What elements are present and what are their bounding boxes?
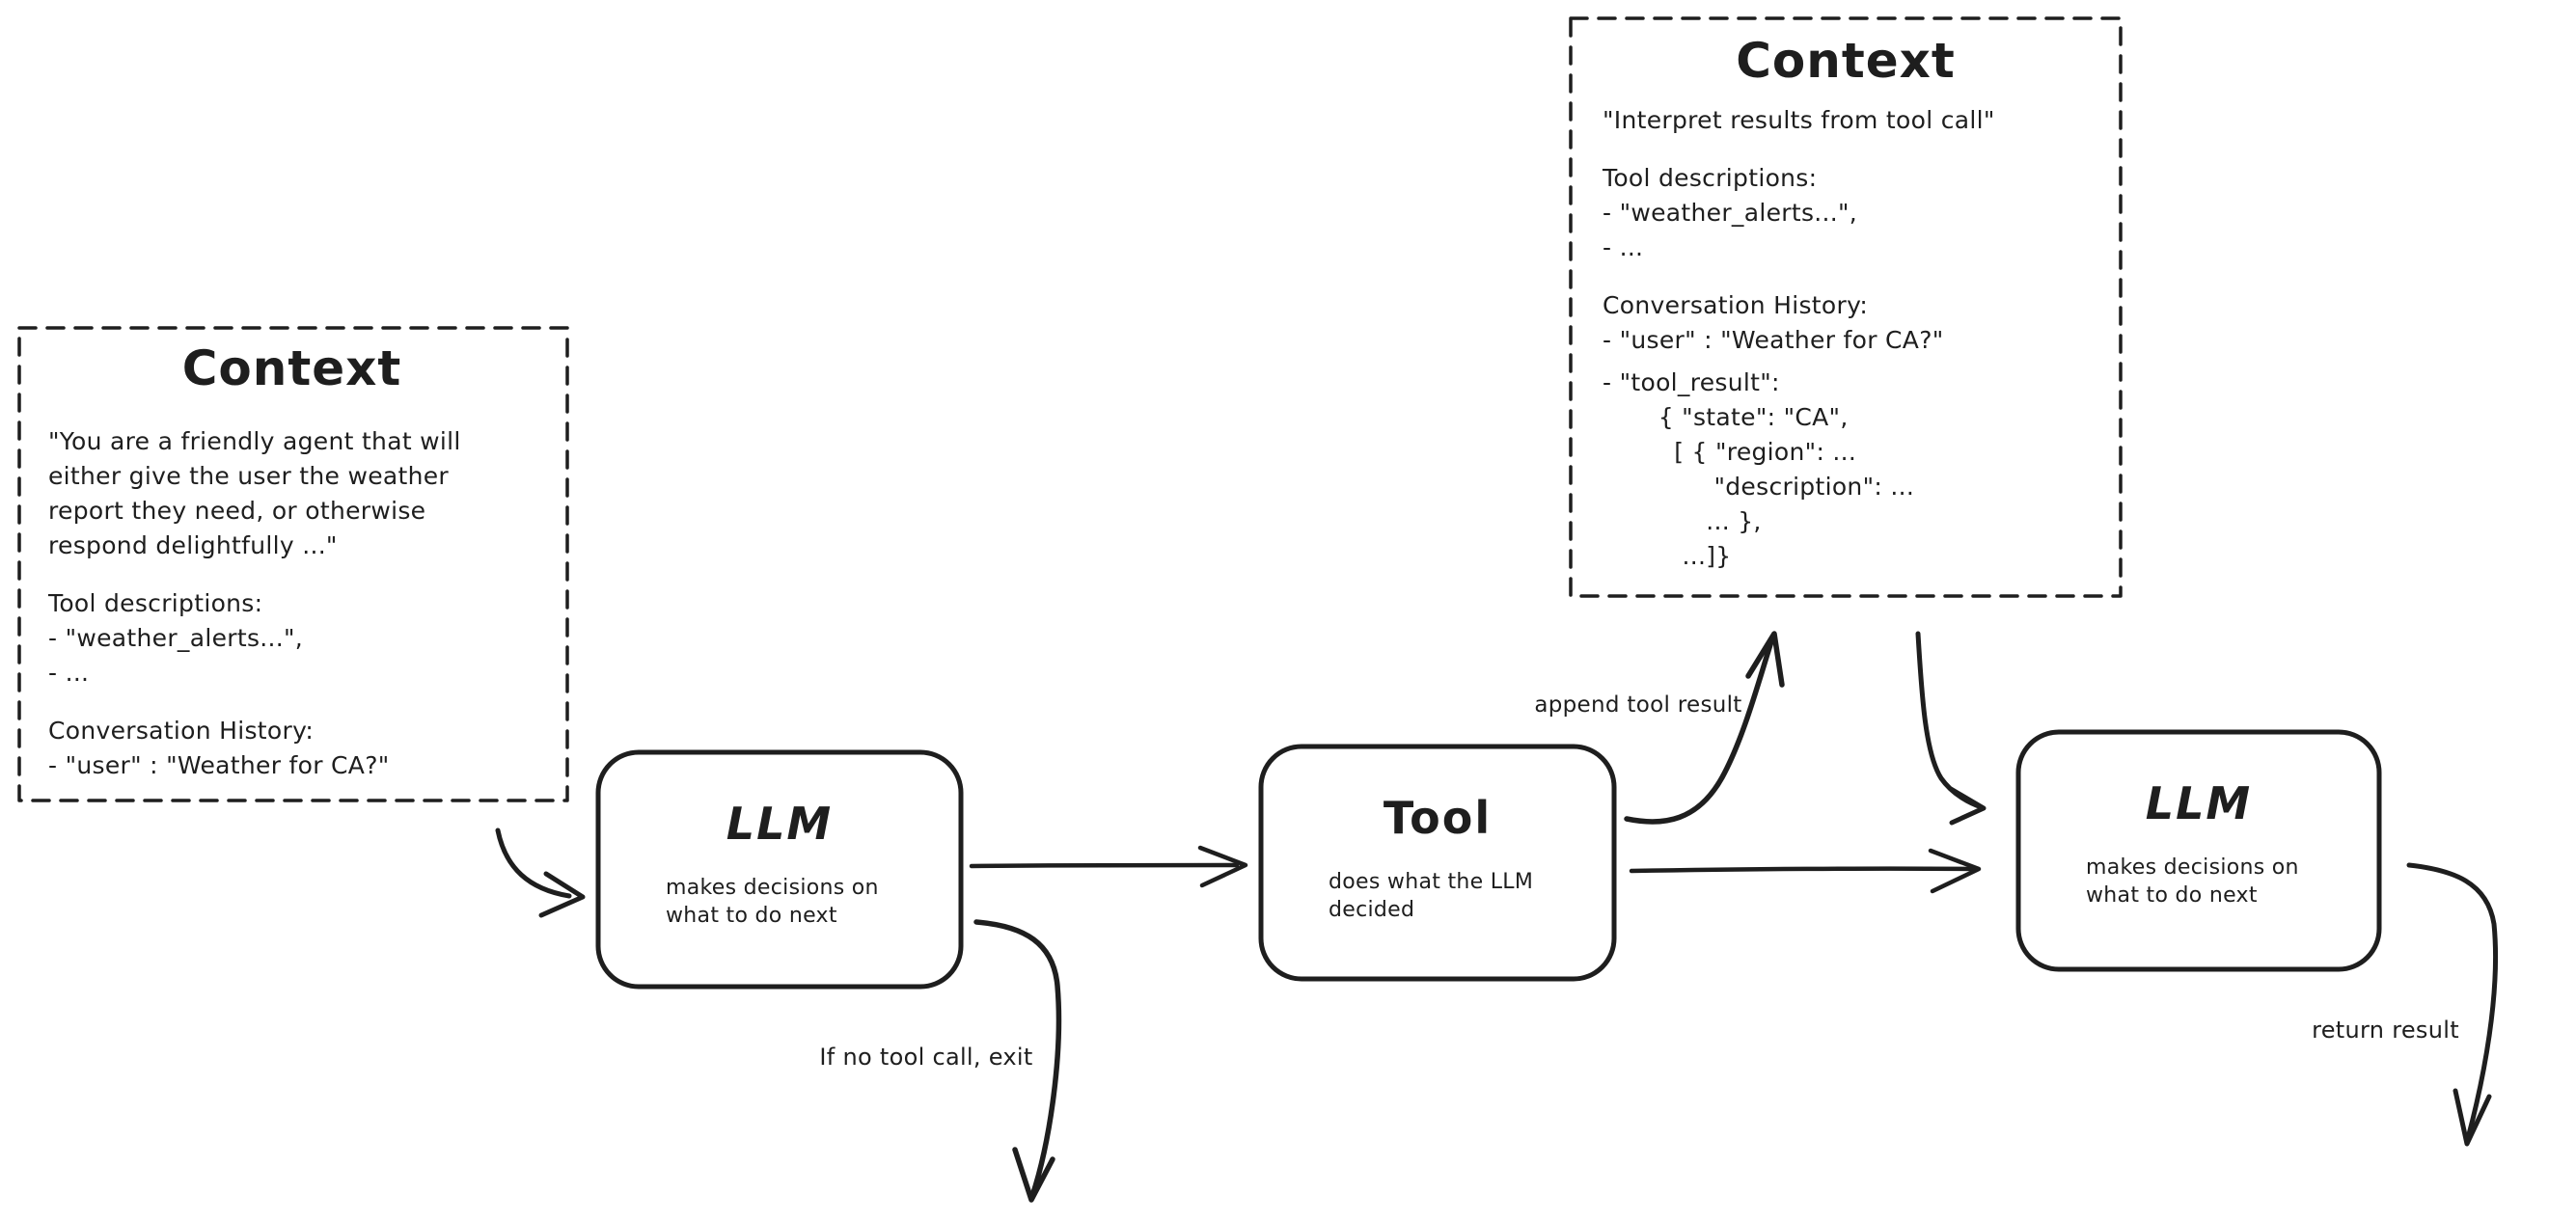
arrow-context-to-second-llm-shaft <box>1915 631 1985 810</box>
arrow-return-result-shaft <box>2406 862 2499 1141</box>
context-initial-tool-descriptions: Tool descriptions: - "weather_alerts..."… <box>48 589 304 687</box>
llm-node-second: LLM makes decisions on what to do next <box>2016 730 2381 971</box>
llm-second-subtitle: makes decisions on what to do next <box>2086 855 2299 908</box>
llm-first-border <box>595 749 964 990</box>
context-initial-border <box>17 326 569 802</box>
context-updated-tool-descriptions: Tool descriptions: - "weather_alerts..."… <box>1603 164 1858 261</box>
context-initial-title: Context <box>181 340 402 396</box>
tool-title: Tool <box>1383 792 1493 844</box>
context-updated-body: "Interpret results from tool call" Tool … <box>1571 103 2121 574</box>
context-updated-title: Context <box>1736 33 1956 89</box>
arrow-first-llm-to-tool <box>969 845 1248 888</box>
context-updated-tool-result: - "tool_result": { "state": "CA", [ { "r… <box>1603 368 1915 570</box>
arrow-context-to-first-llm-head <box>538 871 586 918</box>
arrow-first-llm-to-tool-shaft <box>969 862 1240 869</box>
tool-border <box>1258 744 1617 982</box>
context-updated-system-prompt: "Interpret results from tool call" <box>1603 106 1995 134</box>
arrow-no-tool-call-exit <box>973 919 1062 1203</box>
llm-first-subtitle: makes decisions on what to do next <box>666 876 879 928</box>
context-initial-conversation-history: Conversation History: - "user" : "Weathe… <box>48 717 390 779</box>
tool-node: Tool does what the LLM decided <box>1259 745 1616 981</box>
context-initial-body: "You are a friendly agent that will eith… <box>16 424 567 783</box>
arrow-return-result-head <box>2453 1088 2492 1147</box>
context-initial-system-prompt: "You are a friendly agent that will eith… <box>48 427 461 559</box>
llm-second-title: LLM <box>2145 777 2253 829</box>
context-updated-conversation-history: Conversation History: - "user" : "Weathe… <box>1603 291 1944 354</box>
llm-second-border <box>2015 729 2382 972</box>
arrow-context-to-second-llm <box>1915 631 1987 826</box>
context-updated-border <box>1569 16 2123 598</box>
arrow-no-tool-call-exit-head <box>1012 1147 1055 1203</box>
context-box-updated: Context "Interpret results from tool cal… <box>1571 18 2121 596</box>
arrow-return-result <box>2406 862 2499 1147</box>
arrow-append-tool-result <box>1624 631 1785 825</box>
arrow-context-to-first-llm-shaft <box>495 828 572 899</box>
edge-label-append-tool-result: append tool result <box>1534 692 1742 718</box>
llm-node-first: LLM makes decisions on what to do next <box>596 750 963 989</box>
arrow-append-tool-result-head <box>1745 631 1785 688</box>
arrow-tool-to-second-llm-shaft <box>1629 866 1975 874</box>
arrow-tool-to-second-llm-head <box>1928 848 1982 894</box>
arrow-tool-to-second-llm <box>1629 848 1982 894</box>
arrow-first-llm-to-tool-head <box>1197 845 1248 888</box>
arrow-no-tool-call-exit-shaft <box>973 919 1062 1199</box>
llm-first-title: LLM <box>726 798 834 850</box>
context-box-initial: Context "You are a friendly agent that w… <box>16 326 567 800</box>
tool-subtitle: does what the LLM decided <box>1329 870 1534 922</box>
arrow-context-to-second-llm-head <box>1948 786 1987 826</box>
edge-label-return-result: return result <box>2312 1017 2459 1044</box>
arrow-context-to-first-llm <box>495 828 586 918</box>
arrow-append-tool-result-shaft <box>1624 636 1775 825</box>
edge-label-no-tool-call-exit: If no tool call, exit <box>819 1044 1033 1071</box>
